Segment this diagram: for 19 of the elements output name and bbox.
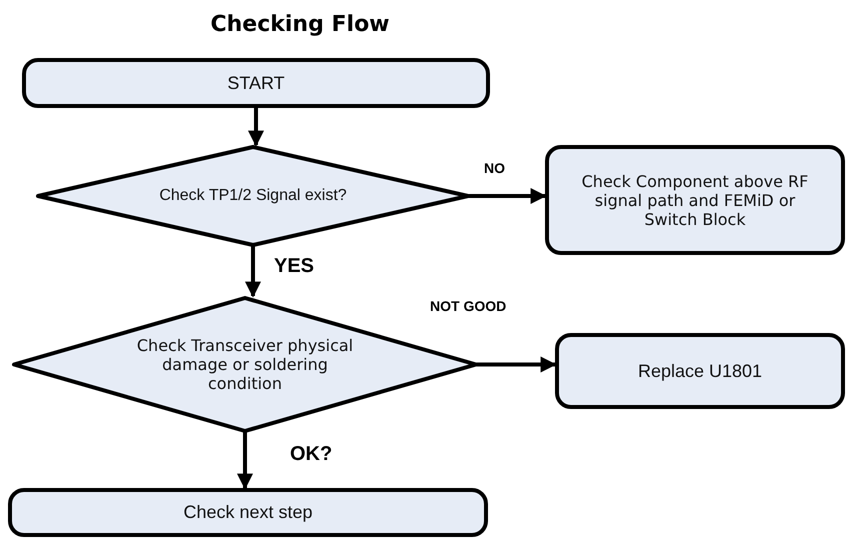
process-box xyxy=(545,145,845,255)
node-text: Check Transceiver physical damage or soldering condition xyxy=(136,336,354,393)
node-text: Check TP1/2 Signal exist? xyxy=(159,187,347,205)
node-text: Check next step xyxy=(183,502,313,523)
process-box xyxy=(8,488,488,537)
arrow xyxy=(245,245,261,298)
edge-label: NO xyxy=(482,160,507,176)
arrow xyxy=(237,431,253,490)
edge-label: NOT GOOD xyxy=(428,298,508,314)
node-text: START xyxy=(227,72,285,94)
arrow xyxy=(476,356,557,372)
node-text: Check Component above RF signal path and FEMiD or Switch Block xyxy=(580,172,810,228)
arrow xyxy=(468,188,547,204)
terminal-box xyxy=(22,58,490,108)
process-box xyxy=(555,333,845,409)
diagram-title: Checking Flow xyxy=(209,12,391,37)
node-text: Replace U1801 xyxy=(638,360,762,382)
decision-diamond xyxy=(36,145,470,247)
arrow xyxy=(248,106,264,147)
